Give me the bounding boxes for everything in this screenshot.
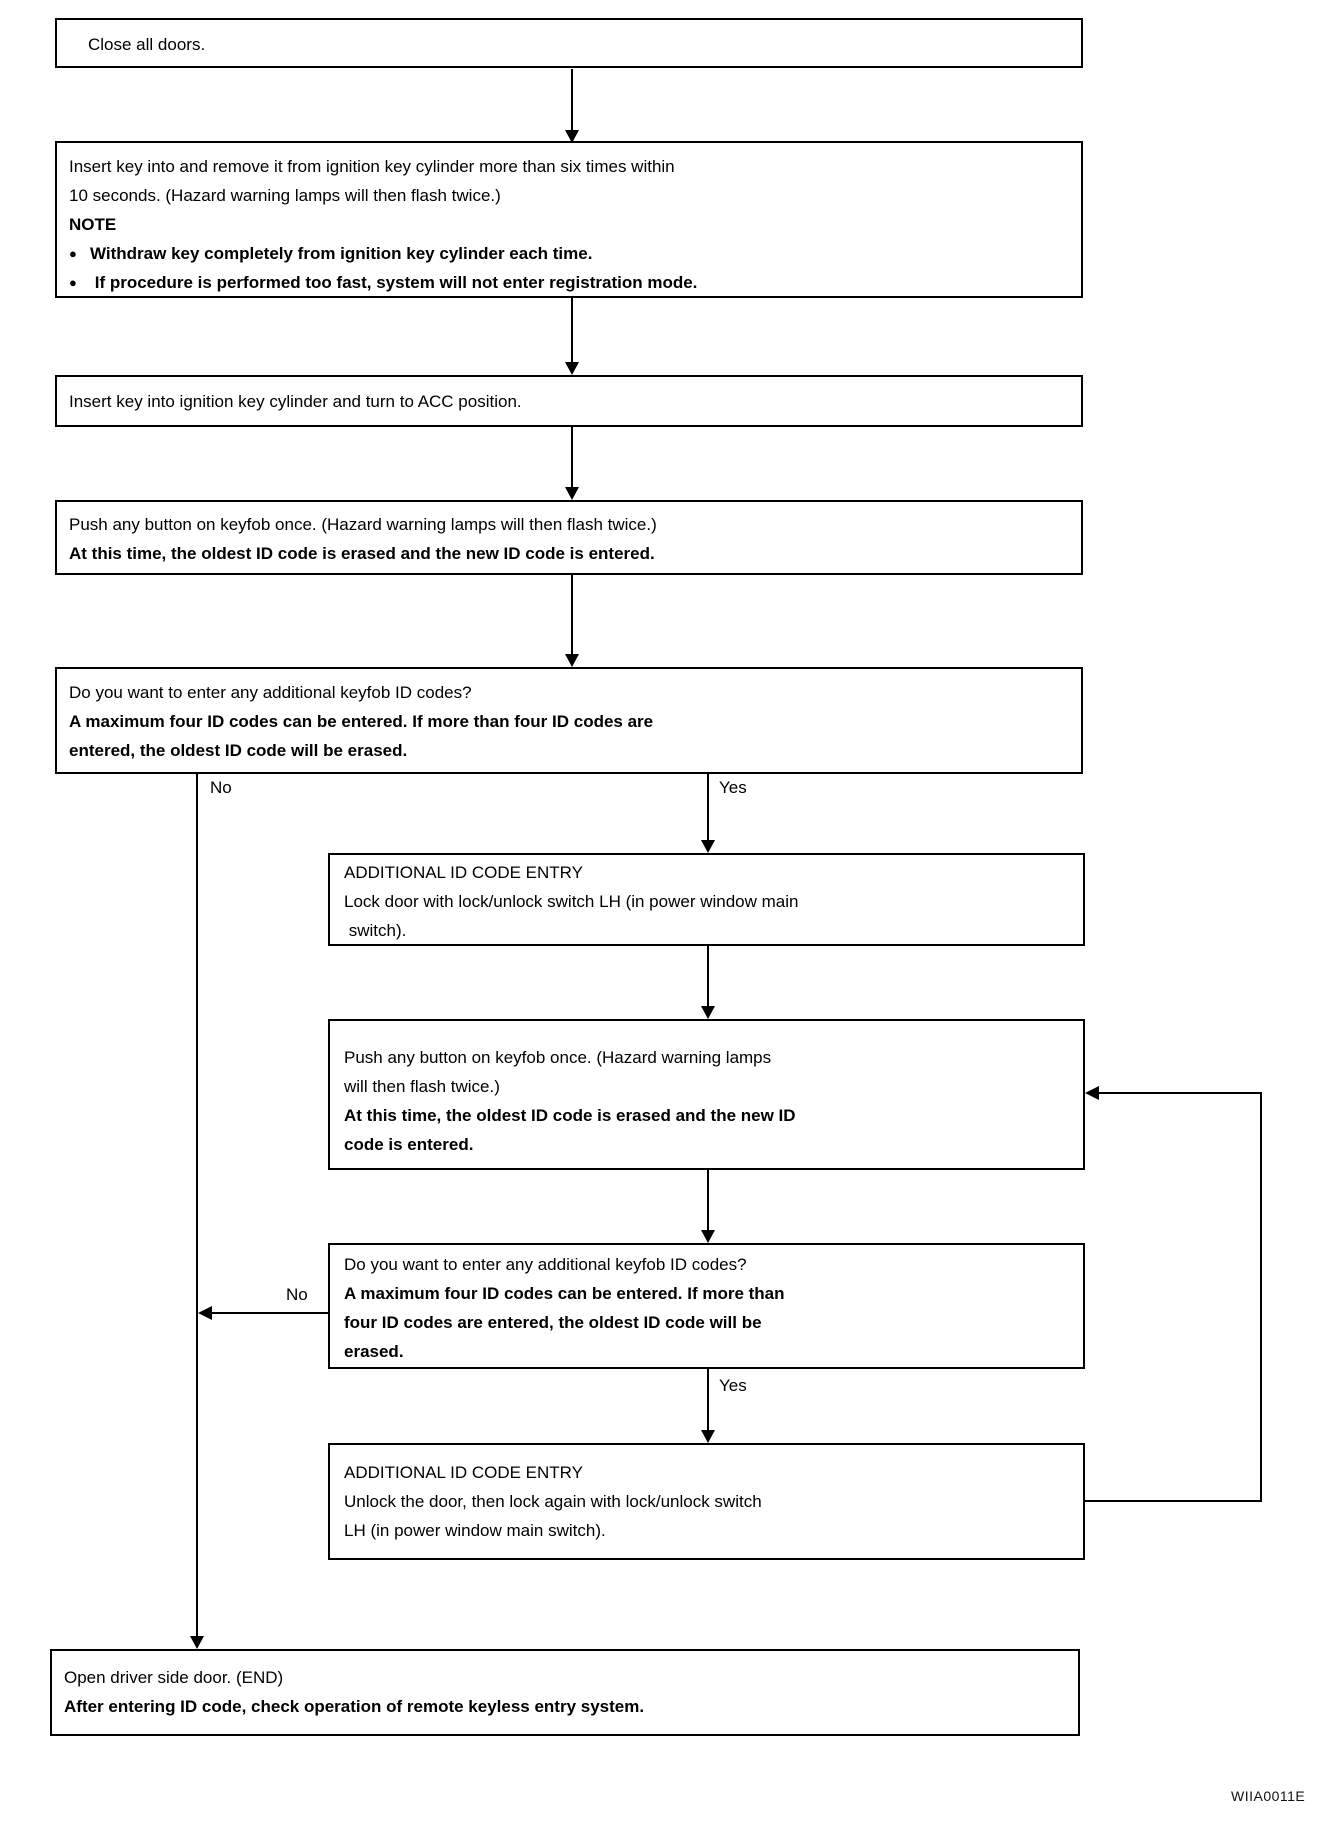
box-text-line: Insert key into and remove it from ignit… — [69, 157, 675, 176]
note-bullet-line: ● Withdraw key completely from ignition k… — [69, 239, 1069, 268]
box-text-line: Do you want to enter any additional keyf… — [344, 1255, 747, 1274]
flow-box-open-driver-door-end: Open driver side door. (END) After enter… — [50, 1649, 1080, 1736]
connector-step2-step3 — [571, 298, 573, 362]
flow-box-additional-id-code-entry-unlock: ADDITIONAL ID CODE ENTRY Unlock the door… — [328, 1443, 1085, 1560]
box-text-line: Push any button on keyfob once. (Hazard … — [344, 1048, 772, 1067]
branch-yes-mid-line — [707, 1369, 709, 1430]
arrowhead-down-icon — [701, 1230, 715, 1243]
flow-box-key-to-acc: Insert key into ignition key cylinder an… — [55, 375, 1083, 427]
box-text: If procedure is performed too fast, syst… — [90, 273, 698, 292]
box-text-line: Push any button on keyfob once. (Hazard … — [69, 515, 657, 534]
branch-label-yes-mid: Yes — [719, 1376, 747, 1395]
flow-box-push-button-second: Push any button on keyfob once. (Hazard … — [328, 1019, 1085, 1170]
arrowhead-down-icon — [701, 1006, 715, 1019]
box-text-line: entered, the oldest ID code will be eras… — [69, 741, 408, 760]
box-text-line: Unlock the door, then lock again with lo… — [344, 1492, 762, 1511]
box-text-line: 10 seconds. (Hazard warning lamps will t… — [69, 186, 501, 205]
box-text-line: After entering ID code, check operation … — [64, 1697, 645, 1716]
box-text-line: erased. — [344, 1342, 404, 1361]
box-text-line: Insert key into ignition key cylinder an… — [69, 392, 522, 411]
feedback-line-top — [1097, 1092, 1262, 1094]
connector-step6-step7 — [707, 946, 709, 1006]
branch-no-mid-line — [212, 1312, 328, 1314]
arrowhead-down-icon — [565, 130, 579, 143]
flow-box-additional-id-code-entry-lock: ADDITIONAL ID CODE ENTRY Lock door with … — [328, 853, 1085, 946]
box-text-line: Open driver side door. (END) — [64, 1668, 284, 1687]
box-text-line: will then flash twice.) — [344, 1077, 500, 1096]
box-text-line: Lock door with lock/unlock switch LH (in… — [344, 892, 799, 911]
arrowhead-down-icon — [701, 840, 715, 853]
arrowhead-left-icon — [1085, 1086, 1099, 1100]
box-text-line: Do you want to enter any additional keyf… — [69, 683, 472, 702]
box-text-line: Close all doors. — [88, 35, 206, 54]
box-text-line: A maximum four ID codes can be entered. … — [344, 1284, 785, 1303]
box-text-line: At this time, the oldest ID code is eras… — [344, 1106, 796, 1125]
box-text-line: LH (in power window main switch). — [344, 1521, 606, 1540]
arrowhead-down-icon — [701, 1430, 715, 1443]
flow-box-insert-remove-key: Insert key into and remove it from ignit… — [55, 141, 1083, 298]
branch-label-yes-top: Yes — [719, 778, 747, 797]
box-text: Withdraw key completely from ignition ke… — [90, 244, 593, 263]
flow-box-additional-codes-question-2: Do you want to enter any additional keyf… — [328, 1243, 1085, 1369]
branch-yes-line — [707, 774, 709, 840]
feedback-line-bottom — [1085, 1500, 1262, 1502]
connector-step1-step2 — [571, 69, 573, 130]
box-title-line: ADDITIONAL ID CODE ENTRY — [344, 1463, 583, 1482]
box-text-line: At this time, the oldest ID code is eras… — [69, 544, 655, 563]
connector-step7-step8 — [707, 1170, 709, 1230]
bullet-icon: ● — [69, 246, 77, 261]
note-bullet-line: ● If procedure is performed too fast, sy… — [69, 268, 1069, 297]
box-text-line: switch). — [344, 921, 407, 940]
arrowhead-left-icon — [198, 1306, 212, 1320]
arrowhead-down-icon — [565, 362, 579, 375]
connector-step3-step4 — [571, 427, 573, 487]
flow-box-push-button-first: Push any button on keyfob once. (Hazard … — [55, 500, 1083, 575]
arrowhead-down-icon — [565, 487, 579, 500]
box-text-line: four ID codes are entered, the oldest ID… — [344, 1313, 762, 1332]
arrowhead-down-icon — [190, 1636, 204, 1649]
flow-box-additional-codes-question-1: Do you want to enter any additional keyf… — [55, 667, 1083, 774]
figure-code: WIIA0011E — [1231, 1788, 1306, 1804]
box-text-line: A maximum four ID codes can be entered. … — [69, 712, 654, 731]
feedback-line-right — [1260, 1092, 1262, 1502]
connector-step4-step5 — [571, 575, 573, 654]
arrowhead-down-icon — [565, 654, 579, 667]
box-text-line: code is entered. — [344, 1135, 474, 1154]
box-title-line: ADDITIONAL ID CODE ENTRY — [344, 863, 583, 882]
bullet-icon: ● — [69, 275, 77, 290]
branch-label-no-mid: No — [286, 1285, 308, 1304]
flow-box-close-all-doors: Close all doors. — [55, 18, 1083, 68]
note-heading: NOTE — [69, 215, 117, 234]
branch-no-line — [196, 774, 198, 1636]
branch-label-no-top: No — [210, 778, 232, 797]
